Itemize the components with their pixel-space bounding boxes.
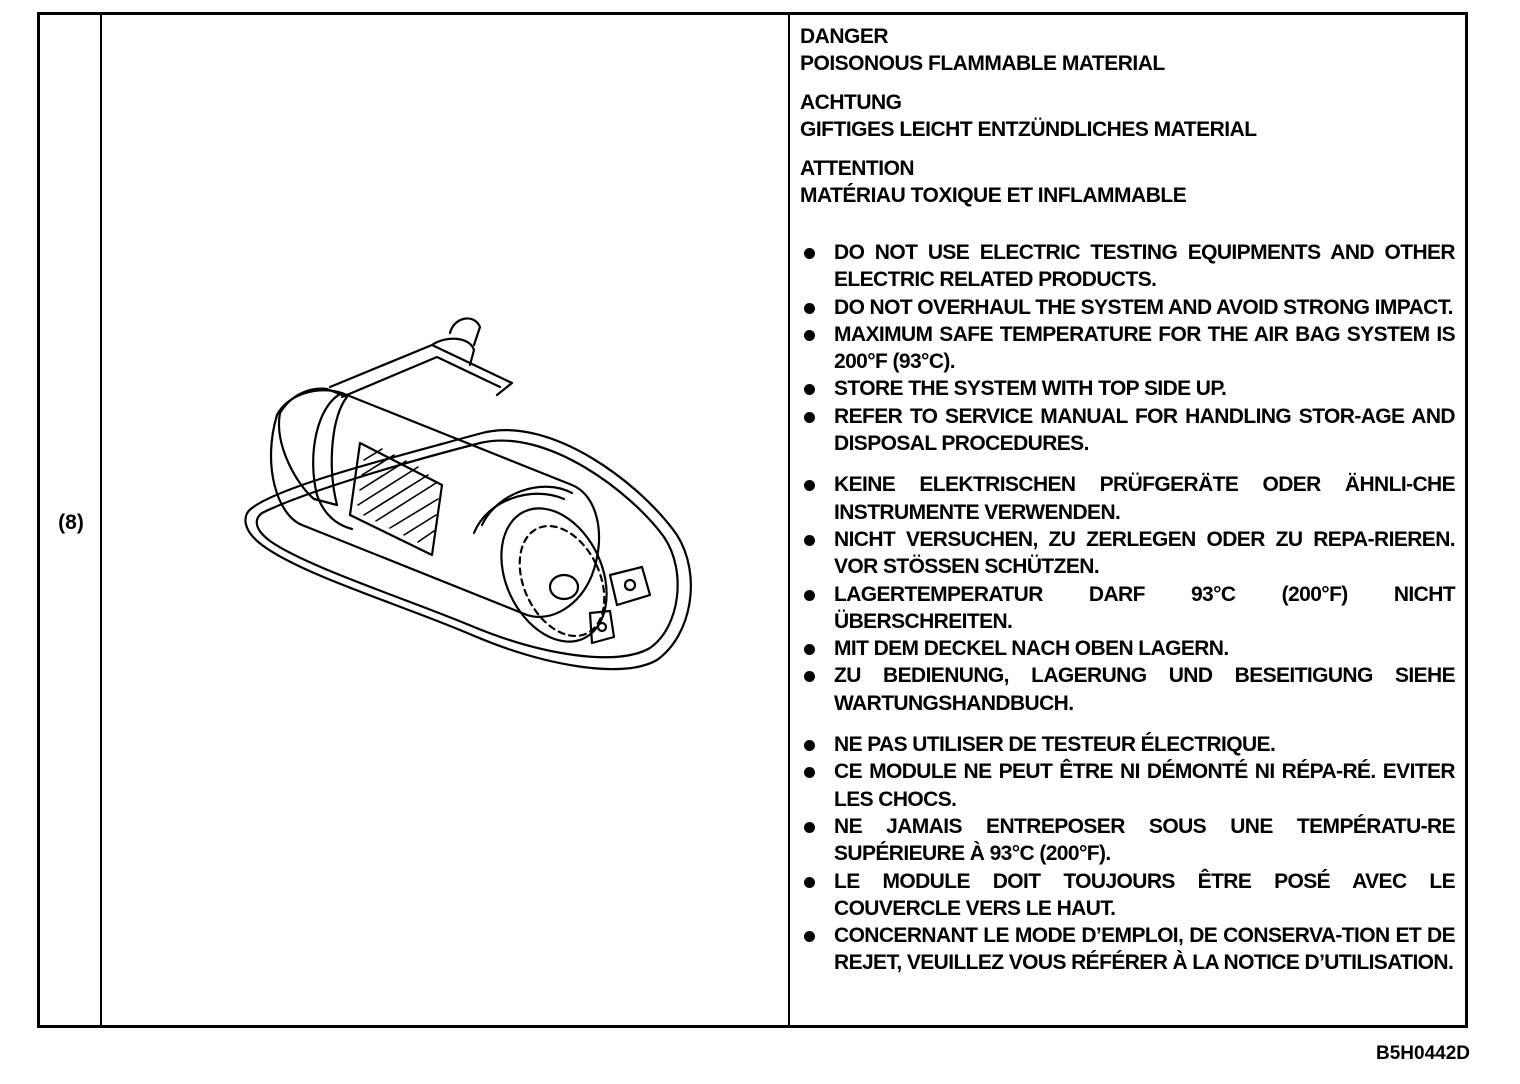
warning-fr: ATTENTION MATÉRIAU TOXIQUE ET INFLAMMABL… <box>800 155 1455 209</box>
warning-heading: DANGER <box>800 25 889 48</box>
figure-code: B5H0442D <box>1376 1043 1470 1064</box>
list-item: NE JAMAIS ENTREPOSER SOUS UNE TEMPÉRATU-… <box>800 813 1456 868</box>
bullet-dot-icon <box>804 740 815 752</box>
bullet-dot-icon <box>804 329 815 341</box>
warning-en: DANGER POISONOUS FLAMMABLE MATERIAL <box>800 23 1455 77</box>
warning-text: GIFTIGES LEICHT ENTZÜNDLICHES MATERIAL <box>800 118 1257 141</box>
bullet-dot-icon <box>804 931 815 943</box>
bullet-list-en: DO NOT USE ELECTRIC TESTING EQUIPMENTS A… <box>800 239 1456 458</box>
bullet-dot-icon <box>804 671 815 683</box>
warning-text: MATÉRIAU TOXIQUE ET INFLAMMABLE <box>800 184 1187 207</box>
bullet-dot-icon <box>804 589 815 601</box>
warning-text-cell: DANGER POISONOUS FLAMMABLE MATERIAL ACHT… <box>790 15 1465 1025</box>
bullet-list-fr: NE PAS UTILISER DE TESTEUR ÉLECTRIQUE. C… <box>800 731 1456 977</box>
list-item: CONCERNANT LE MODE D’EMPLOI, DE CONSERVA… <box>800 922 1456 977</box>
list-item: MIT DEM DECKEL NACH OBEN LAGERN. <box>800 635 1455 662</box>
list-item: LAGERTEMPERATUR DARF 93°C (200°F) NICHT … <box>800 581 1456 636</box>
figure-cell <box>102 15 790 1025</box>
warning-text: POISONOUS FLAMMABLE MATERIAL <box>800 52 1165 75</box>
bullet-dot-icon <box>804 411 815 423</box>
row-number-cell: (8) <box>40 15 102 1025</box>
airbag-module-illustration <box>244 317 692 671</box>
row-number: (8) <box>58 511 84 534</box>
bullet-list-de: KEINE ELEKTRISCHEN PRÜFGERÄTE ODER ÄHNLI… <box>800 471 1456 717</box>
bullet-dot-icon <box>804 302 815 314</box>
bullet-dot-icon <box>804 644 815 656</box>
list-item: MAXIMUM SAFE TEMPERATURE FOR THE AIR BAG… <box>800 321 1456 376</box>
list-item: DO NOT OVERHAUL THE SYSTEM AND AVOID STR… <box>800 294 1455 321</box>
bullet-dot-icon <box>804 821 815 833</box>
label-table: (8) <box>37 12 1468 1028</box>
warning-heading: ATTENTION <box>800 157 915 180</box>
list-item: CE MODULE NE PEUT ÊTRE NI DÉMONTÉ NI RÉP… <box>800 758 1456 813</box>
bullet-dot-icon <box>804 534 815 546</box>
list-item: ZU BEDIENUNG, LAGERUNG UND BESEITIGUNG S… <box>800 662 1456 717</box>
bullet-dot-icon <box>804 876 815 888</box>
bullet-dot-icon <box>804 480 815 492</box>
list-item: KEINE ELEKTRISCHEN PRÜFGERÄTE ODER ÄHNLI… <box>800 471 1456 526</box>
bullet-dot-icon <box>804 248 815 259</box>
list-item: REFER TO SERVICE MANUAL FOR HANDLING STO… <box>800 403 1456 458</box>
list-item: LE MODULE DOIT TOUJOURS ÊTRE POSÉ AVEC L… <box>800 868 1456 923</box>
bullet-dot-icon <box>804 767 815 779</box>
warning-heading: ACHTUNG <box>800 91 902 114</box>
list-item: STORE THE SYSTEM WITH TOP SIDE UP. <box>800 375 1455 402</box>
list-item: NE PAS UTILISER DE TESTEUR ÉLECTRIQUE. <box>800 731 1455 758</box>
list-item: NICHT VERSUCHEN, ZU ZERLEGEN ODER ZU REP… <box>800 526 1456 581</box>
warning-de: ACHTUNG GIFTIGES LEICHT ENTZÜNDLICHES MA… <box>800 89 1455 143</box>
list-item: DO NOT USE ELECTRIC TESTING EQUIPMENTS A… <box>800 239 1456 294</box>
bullet-dot-icon <box>804 384 815 396</box>
